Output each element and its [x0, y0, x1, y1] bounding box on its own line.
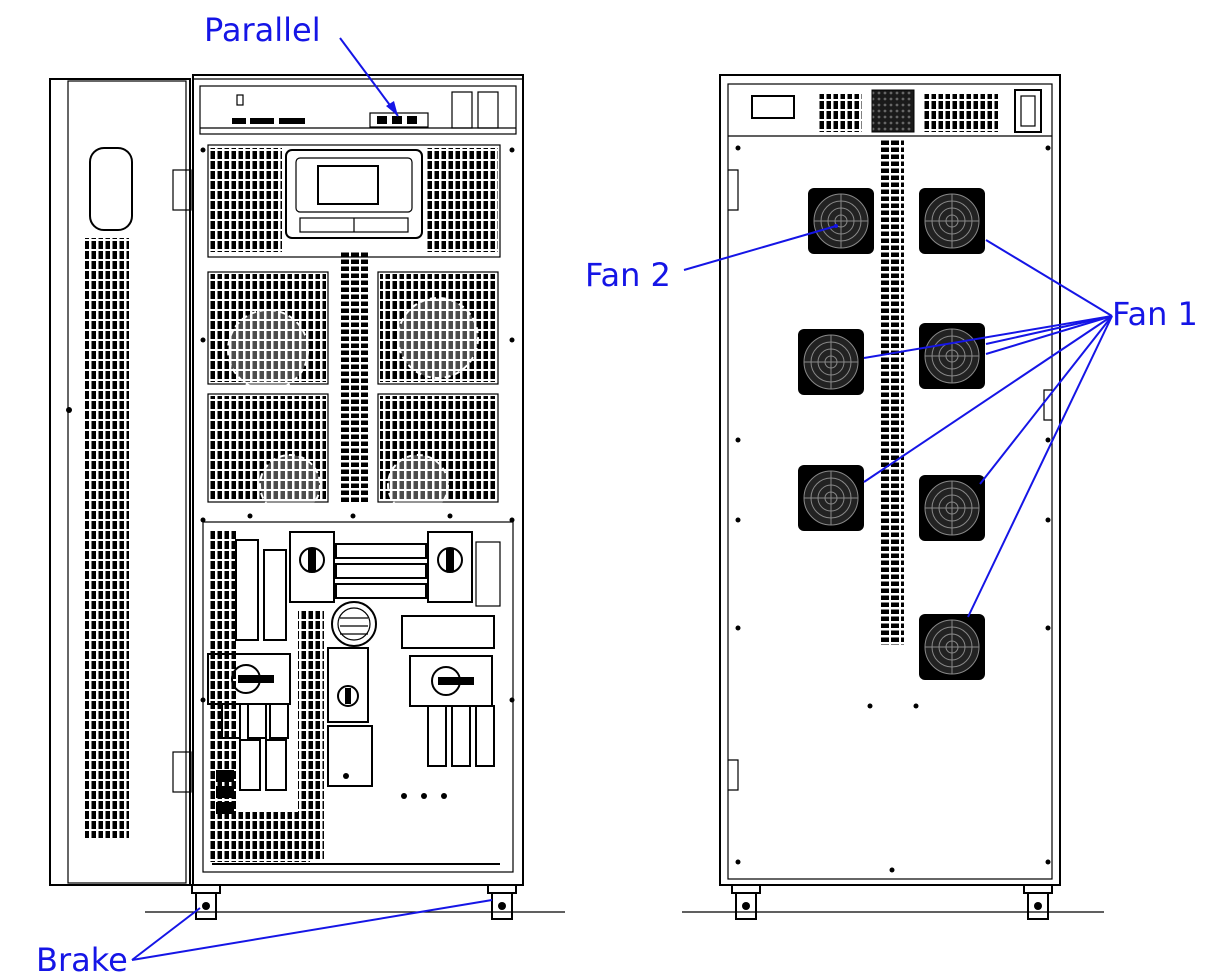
parallel-label: Parallel — [204, 11, 321, 49]
callout-lines — [131, 37, 1113, 961]
fan-1f — [918, 613, 986, 681]
lower-hinge — [172, 751, 192, 793]
parallel-port — [369, 112, 429, 128]
callout-labels: Parallel Fan 2 Fan 1 Brake — [36, 11, 1198, 974]
fan-2-label: Fan 2 — [585, 256, 671, 294]
fan-1e — [918, 474, 986, 542]
upper-hinge — [172, 169, 192, 211]
lcd-display — [285, 149, 423, 239]
front-right-caster — [487, 884, 517, 920]
front-left-caster — [191, 884, 221, 920]
middle-vent-panels — [207, 252, 499, 516]
fan-2 — [807, 187, 875, 255]
breaker-compartment — [202, 521, 514, 873]
rear-view-cabinet — [682, 74, 1104, 920]
rear-screws — [735, 145, 1051, 873]
fan-1-label: Fan 1 — [1112, 295, 1198, 333]
fan-1c — [918, 322, 986, 390]
open-door — [49, 78, 192, 886]
fan-1a — [918, 187, 986, 255]
rear-cabinet-body — [719, 74, 1061, 886]
fan-1d — [797, 464, 865, 532]
rear-left-caster — [731, 884, 761, 920]
front-cabinet-body — [192, 74, 524, 886]
top-control-panel — [199, 85, 517, 135]
rear-right-caster — [1023, 884, 1053, 920]
door-vent-slots — [85, 238, 129, 838]
front-view-cabinet — [49, 74, 565, 920]
door-display-window — [89, 147, 133, 231]
fan-1b — [797, 328, 865, 396]
brake-label: Brake — [36, 941, 128, 974]
rear-center-vent — [880, 140, 904, 645]
front-screws — [200, 147, 515, 703]
